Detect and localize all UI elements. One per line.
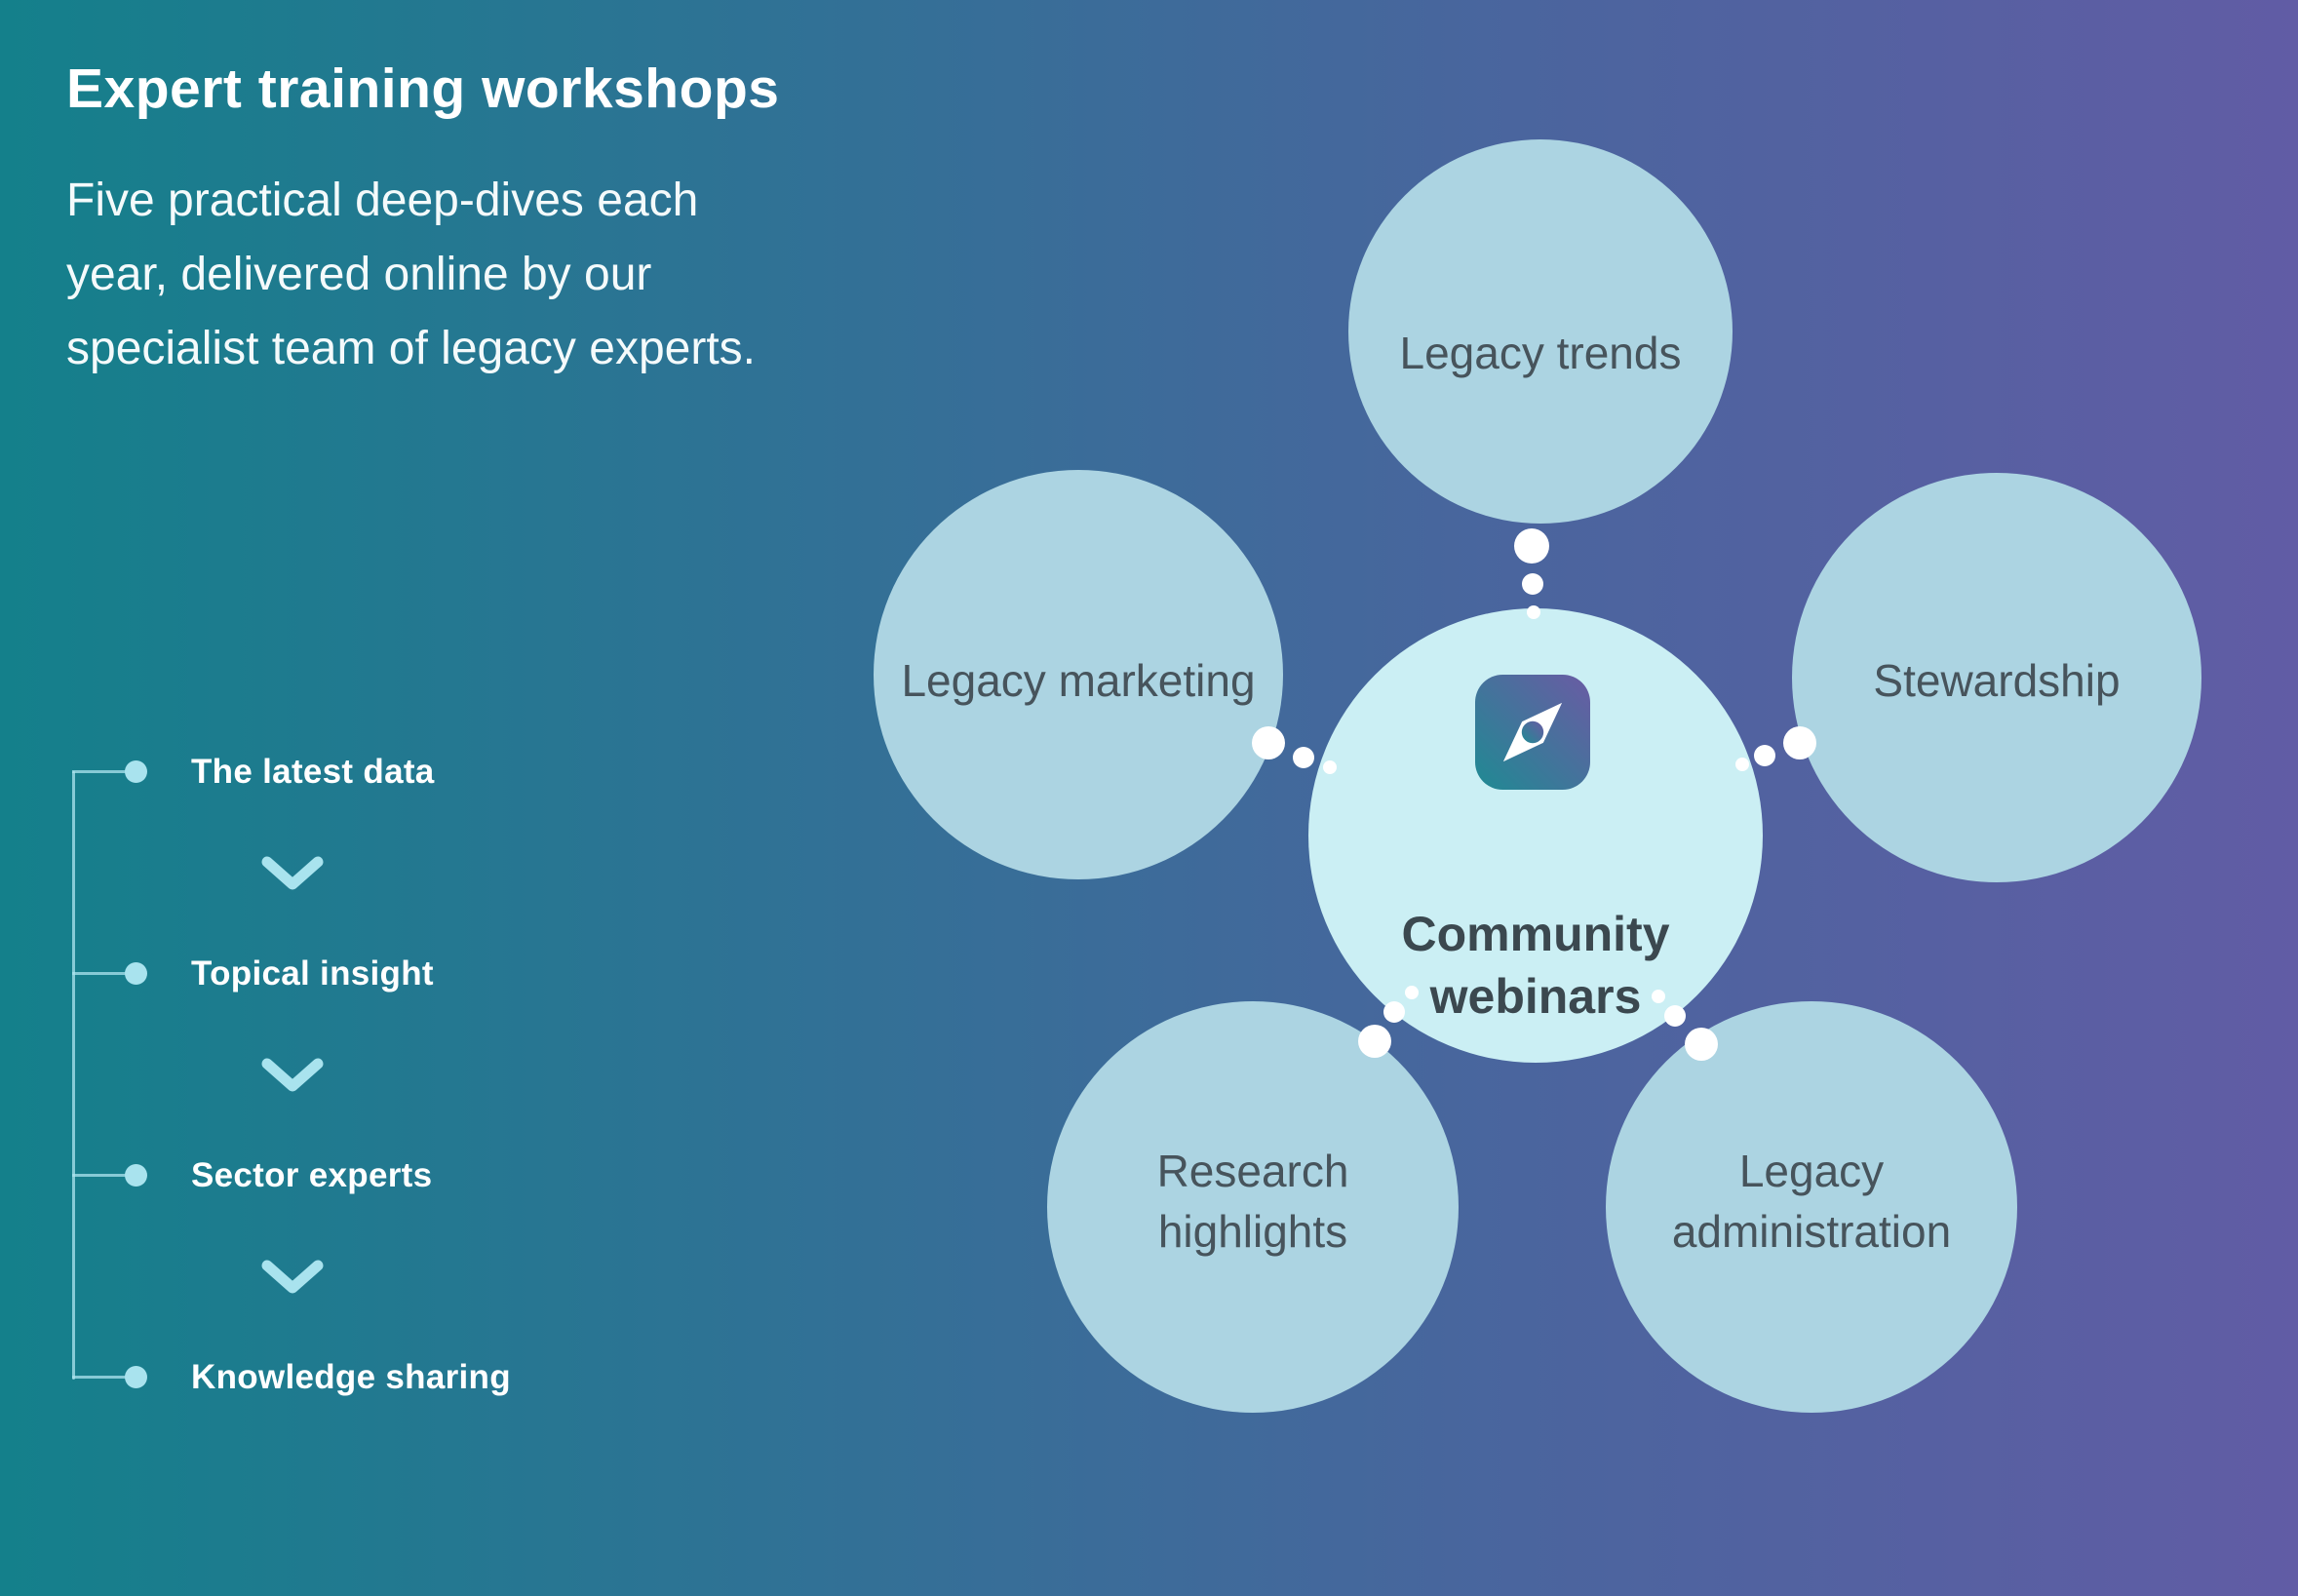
- connector-dot: [1323, 760, 1337, 774]
- page-title: Expert training workshops: [66, 58, 780, 120]
- connector-dot: [1783, 726, 1816, 759]
- benefit-item-knowledge-sharing: Knowledge sharing: [191, 1358, 511, 1396]
- subtitle-line: year, delivered online by our: [66, 249, 652, 300]
- connector-top: [1514, 528, 1549, 619]
- connector-right: [1735, 726, 1816, 771]
- compass-icon: [1475, 675, 1590, 790]
- benefit-item-sector-experts: Sector experts: [191, 1156, 433, 1194]
- circle-community-webinars: [1308, 608, 1763, 1063]
- list-bracket-stub: [72, 972, 136, 975]
- circle-legacy-trends: [1348, 139, 1733, 524]
- connector-dot: [1735, 758, 1749, 771]
- connector-bottom-left: [1358, 986, 1419, 1058]
- bullet-dot: [125, 1366, 147, 1388]
- connector-dot: [1664, 1005, 1686, 1027]
- subtitle: Five practical deep-dives each year, del…: [66, 164, 756, 386]
- center-label-community-webinars: Community webinars: [1401, 907, 1670, 1024]
- connector-dot: [1383, 1001, 1405, 1023]
- connector-left: [1252, 726, 1337, 774]
- chevron-down-icon: [261, 1058, 324, 1092]
- bullet-dot: [125, 962, 147, 985]
- satellite-label-stewardship: Stewardship: [1873, 655, 2121, 706]
- connector-dot: [1522, 573, 1543, 595]
- connector-dot: [1405, 986, 1419, 999]
- list-bracket-stub: [72, 1174, 136, 1177]
- connector-dot: [1685, 1028, 1718, 1061]
- connector-dot: [1652, 990, 1665, 1003]
- circle-legacy-administration: [1606, 1001, 2017, 1413]
- connector-bottom-right: [1652, 990, 1718, 1061]
- bullet-dot: [125, 1164, 147, 1187]
- connector-dot: [1514, 528, 1549, 564]
- list-bracket-stub: [72, 1376, 136, 1379]
- connector-dot: [1293, 747, 1314, 768]
- benefit-item-topical-insight: Topical insight: [191, 954, 434, 993]
- chevron-down-icon: [261, 1260, 324, 1294]
- circle-legacy-marketing: [874, 470, 1283, 879]
- list-bracket-line: [72, 771, 75, 1380]
- benefit-item-latest-data: The latest data: [191, 753, 435, 791]
- satellite-label-research-highlights: Research highlights: [1156, 1146, 1349, 1257]
- connector-dot: [1527, 605, 1540, 619]
- connector-dot: [1252, 726, 1285, 759]
- connector-dot: [1754, 745, 1775, 766]
- connector-dot: [1358, 1025, 1391, 1058]
- bullet-dot: [125, 760, 147, 783]
- subtitle-line: specialist team of legacy experts.: [66, 323, 756, 374]
- satellite-label-legacy-trends: Legacy trends: [1399, 328, 1682, 378]
- satellite-label-legacy-marketing: Legacy marketing: [901, 655, 1256, 706]
- satellite-label-legacy-administration: Legacy administration: [1671, 1146, 1952, 1257]
- circle-stewardship: [1792, 473, 2201, 882]
- chevron-down-icon: [261, 856, 324, 890]
- subtitle-line: Five practical deep-dives each: [66, 175, 699, 226]
- list-bracket-stub: [72, 770, 136, 773]
- circle-research-highlights: [1047, 1001, 1459, 1413]
